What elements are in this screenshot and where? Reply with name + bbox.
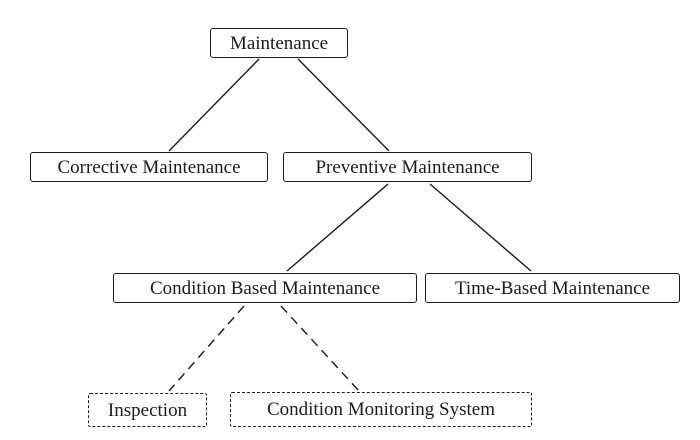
node-preventive-maintenance-label: Preventive Maintenance: [315, 156, 500, 178]
node-maintenance-label: Maintenance: [229, 32, 329, 54]
edge-condition-based-condition-monitoring: [280, 305, 360, 392]
node-condition-based-maintenance-label: Condition Based Maintenance: [149, 277, 381, 299]
node-condition-monitoring-system: Condition Monitoring System: [230, 392, 532, 427]
node-condition-based-maintenance: Condition Based Maintenance: [113, 273, 417, 303]
node-inspection-label: Inspection: [107, 399, 188, 421]
edge-preventive-condition-based: [286, 183, 389, 272]
node-maintenance: Maintenance: [210, 28, 348, 58]
edge-preventive-time-based: [429, 183, 532, 272]
node-condition-monitoring-system-label: Condition Monitoring System: [266, 399, 496, 420]
node-time-based-maintenance: Time-Based Maintenance: [425, 273, 680, 303]
node-corrective-maintenance: Corrective Maintenance: [30, 152, 268, 182]
node-inspection: Inspection: [88, 393, 207, 427]
edge-condition-based-inspection: [168, 305, 245, 392]
node-preventive-maintenance: Preventive Maintenance: [283, 152, 532, 182]
edge-maintenance-preventive: [297, 58, 390, 152]
node-time-based-maintenance-label: Time-Based Maintenance: [454, 277, 651, 299]
node-corrective-maintenance-label: Corrective Maintenance: [57, 156, 241, 178]
edge-maintenance-corrective: [168, 58, 260, 152]
